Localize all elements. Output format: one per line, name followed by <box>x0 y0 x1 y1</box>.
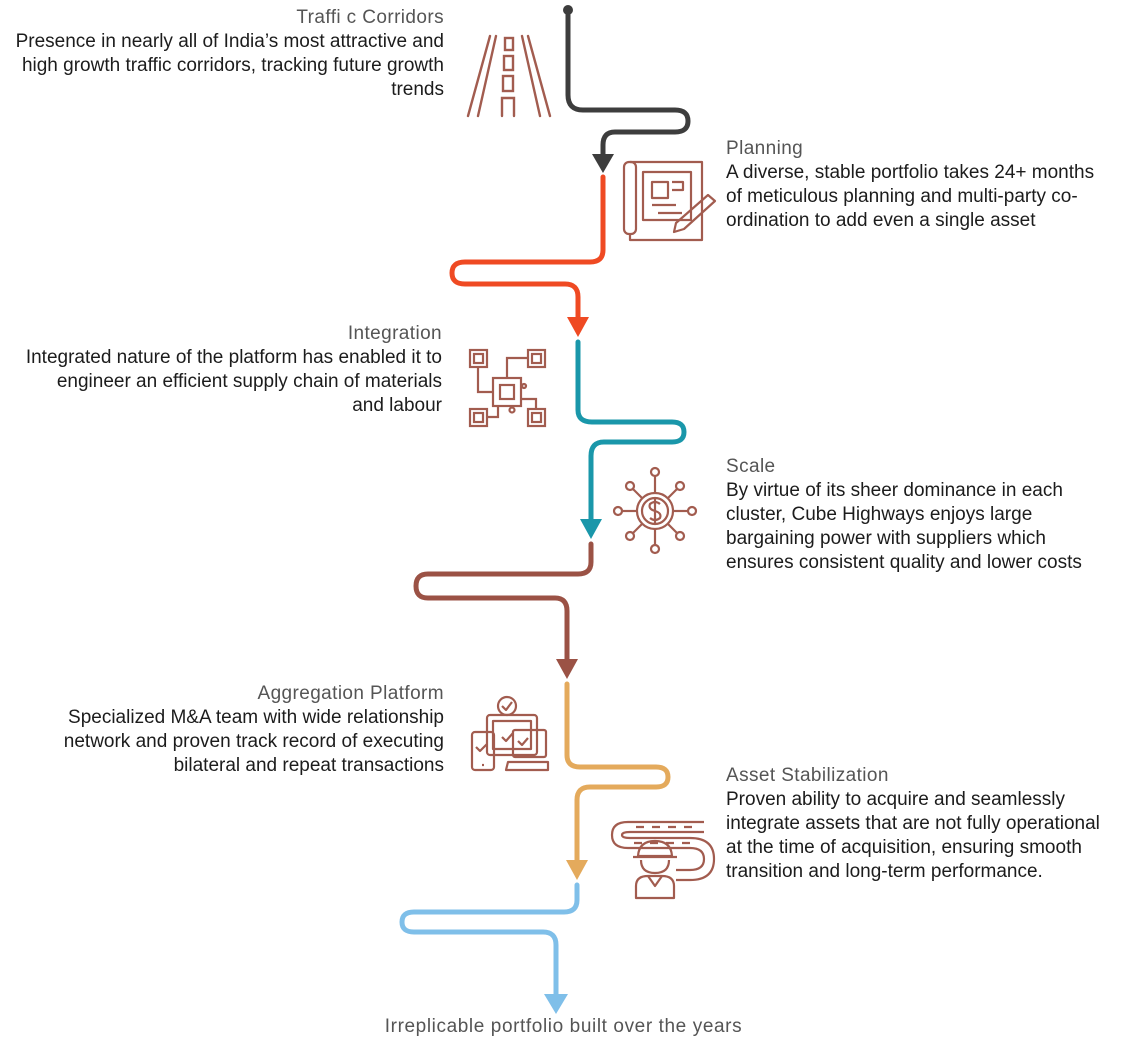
step-aggregation-platform: Aggregation Platform Specialized M&A tea… <box>24 682 444 778</box>
step-description: Integrated nature of the platform has en… <box>25 347 442 416</box>
step-description: By virtue of its sheer dominance in each… <box>726 480 1082 573</box>
step-traffic-corridors: Traffi c Corridors Presence in nearly al… <box>4 6 444 102</box>
path-segment-2 <box>449 174 606 337</box>
devices-icon <box>470 695 550 772</box>
step-description: Proven ability to acquire and seamlessly… <box>726 789 1100 882</box>
path-segment-3 <box>575 339 687 539</box>
final-outcome-label: Irreplicable portfolio built over the ye… <box>384 1016 743 1037</box>
step-description: Specialized M&A team with wide relations… <box>63 707 444 776</box>
worker-road-icon <box>610 820 716 900</box>
step-description: Presence in nearly all of India’s most a… <box>15 31 444 100</box>
path-segment-4 <box>413 541 594 679</box>
step-description: A diverse, stable portfolio takes 24+ mo… <box>726 162 1095 231</box>
circuit-chip-icon <box>468 348 547 428</box>
road-icon <box>466 34 552 118</box>
step-title: Integration <box>347 323 442 344</box>
step-title: Scale <box>726 456 776 477</box>
blueprint-icon <box>622 160 717 242</box>
step-title: Traffi c Corridors <box>296 7 444 28</box>
path-segment-6 <box>399 882 580 1014</box>
path-segment-5 <box>564 681 671 880</box>
step-integration: Integration Integrated nature of the pla… <box>22 322 442 418</box>
step-planning: Planning A diverse, stable portfolio tak… <box>726 137 1096 233</box>
path-segment-1 <box>563 5 691 173</box>
step-scale: Scale By virtue of its sheer dominance i… <box>726 455 1096 575</box>
step-title: Aggregation Platform <box>257 683 444 704</box>
dollar-network-icon <box>612 466 698 555</box>
step-asset-stabilization: Asset Stabilization Proven ability to ac… <box>726 764 1121 884</box>
step-title: Asset Stabilization <box>726 765 889 786</box>
step-title: Planning <box>726 138 804 159</box>
